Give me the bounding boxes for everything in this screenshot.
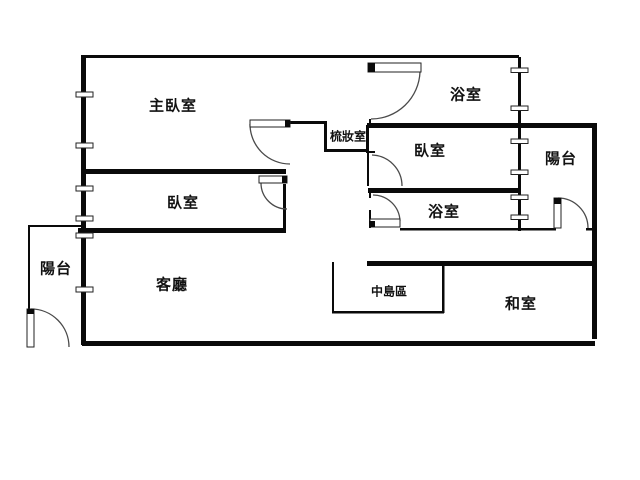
room-label-dressing-room: 梳妝室 [329, 129, 367, 144]
room-label-balcony-right: 陽台 [544, 149, 578, 168]
room-label-japanese-room: 和室 [504, 294, 538, 313]
wall-top-exterior [82, 55, 519, 58]
wall-bath-balcony-bottom-a [400, 228, 556, 231]
wall-bath-lower-jamb-top [369, 193, 371, 198]
bathroom-top-door-leaf [367, 62, 422, 73]
wall-left-exterior [81, 55, 86, 345]
door-arcs [30, 71, 589, 348]
window-right-1 [510, 67, 529, 73]
bathroom-lower-door-hinge [369, 221, 375, 227]
window-right-4 [510, 169, 529, 175]
window-left-3 [75, 185, 94, 192]
room-label-bathroom-lower: 浴室 [427, 202, 461, 221]
wall-dressing-left [324, 121, 327, 152]
wall-tatami-top [367, 261, 593, 266]
window-right-2 [510, 105, 529, 111]
window-right-5 [510, 194, 529, 200]
bathroom-top-door-hinge [368, 63, 375, 72]
balcony-right-door-arc [557, 197, 589, 229]
window-left-5 [75, 232, 94, 239]
walls [28, 55, 597, 346]
wall-bedroom-living-divider [78, 228, 286, 233]
wall-island-right [442, 263, 445, 313]
wall-bath-balcony-bottom-b [586, 228, 593, 231]
window-left-1 [75, 91, 94, 98]
balcony-left-door-arc [30, 308, 70, 348]
wall-bedroom-right-top [367, 123, 597, 128]
room-label-bathroom-top: 浴室 [449, 85, 483, 104]
wall-dressing-right [366, 125, 369, 153]
wall-balcony-left-side [28, 225, 30, 310]
wall-bottom-exterior [82, 341, 595, 346]
wall-bath-top-jamb [369, 119, 371, 125]
master-bedroom-door-arc [249, 123, 291, 165]
wall-island-left [332, 262, 334, 313]
room-label-balcony-left: 陽台 [39, 259, 73, 278]
wall-right-exterior [592, 123, 597, 339]
window-right-3 [510, 138, 529, 144]
window-right-6 [510, 214, 529, 220]
window-markers [75, 67, 529, 293]
room-label-living-room: 客廳 [155, 275, 189, 294]
wall-dressing-bottom [324, 149, 368, 152]
wall-bedroom-right-door-leaf [367, 153, 369, 186]
master-bedroom-door-leaf [249, 119, 291, 128]
wall-master-bedroom-divider [84, 169, 286, 174]
wall-bedroom-bath-divider [368, 188, 518, 193]
bedroom-left-door-hinge [282, 176, 287, 183]
balcony-right-door-hinge [554, 198, 561, 204]
wall-balcony-left-top [28, 225, 83, 227]
bedroom-left-door-arc [260, 182, 288, 210]
wall-bedroom-right-door-jamb [366, 151, 375, 153]
balcony-left-door-leaf [26, 308, 35, 348]
door-hinge-blocks [27, 63, 561, 314]
window-left-4 [75, 215, 94, 222]
master-bedroom-door-hinge [285, 120, 290, 127]
wall-dressing-top [290, 121, 327, 124]
wall-island-bottom [332, 311, 444, 314]
window-left-6 [75, 286, 94, 293]
bedroom-right-door-arc [371, 154, 403, 187]
bathroom-top-door-arc [370, 71, 421, 120]
room-label-bedroom-left: 臥室 [166, 193, 200, 212]
bathroom-lower-door-arc [372, 194, 401, 222]
window-left-2 [75, 142, 94, 149]
room-label-bedroom-right: 臥室 [413, 141, 447, 160]
room-label-island-area: 中島區 [370, 284, 408, 299]
door-leaves [26, 62, 562, 348]
balcony-left-door-hinge [27, 309, 34, 314]
room-label-master-bedroom: 主臥室 [148, 96, 198, 115]
